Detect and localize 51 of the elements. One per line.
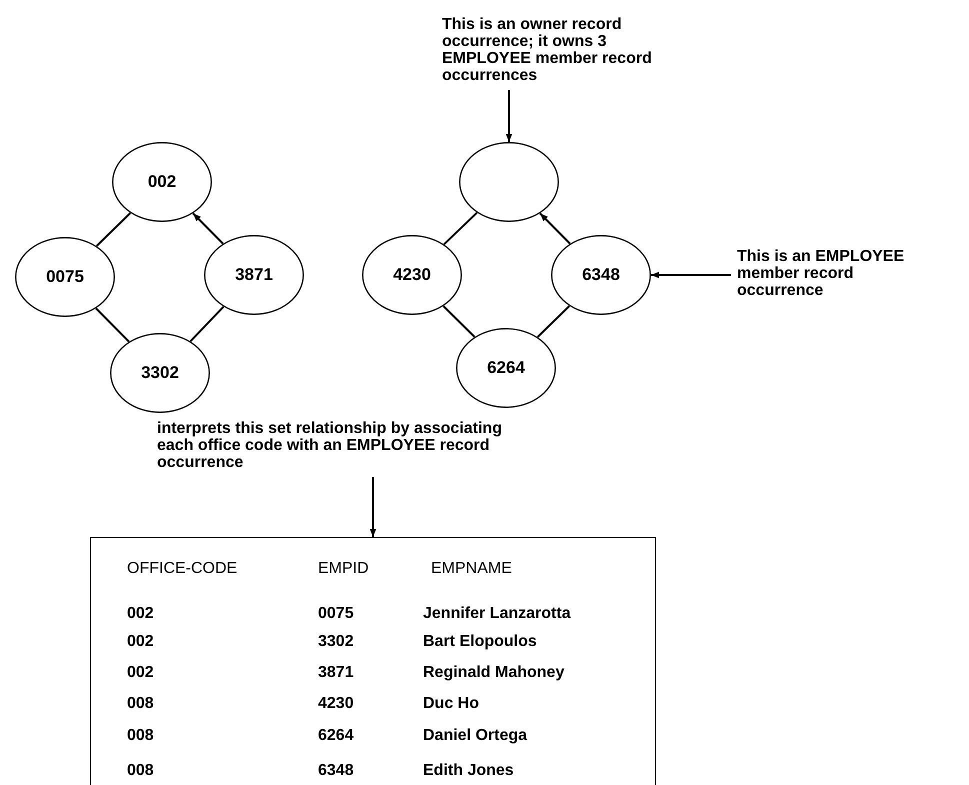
connector-line (95, 308, 130, 342)
table-cell: 0075 (318, 605, 354, 623)
callout-text: This is an owner record occurrence; it owns 3 EMPLOYEE member record occurrences (442, 16, 682, 84)
table-cell: Duc Ho (423, 695, 479, 713)
table-cell: 002 (127, 664, 154, 682)
table-cell: Bart Elopoulos (423, 633, 537, 651)
table-cell: 002 (127, 605, 154, 623)
arrow (192, 212, 224, 244)
table-cell: 3302 (318, 633, 354, 651)
table-cell: Edith Jones (423, 762, 514, 780)
record-occurrence-ellipse (362, 235, 462, 315)
table-cell: 008 (127, 762, 154, 780)
record-occurrence-ellipse (15, 237, 115, 317)
connector-line (536, 305, 570, 338)
connector-line (442, 305, 476, 338)
callout-text: interprets this set relationship by associating each office code with an EMPLOYEE record occurrence (157, 420, 537, 471)
table-cell: Daniel Ortega (423, 727, 528, 745)
connector-line (443, 212, 478, 245)
table-box (90, 537, 656, 785)
record-occurrence-ellipse (112, 142, 212, 222)
record-id: 6348 (581, 265, 621, 285)
record-occurrence-ellipse (456, 328, 556, 408)
column-header: EMPID (318, 560, 369, 578)
table-cell: 3871 (318, 664, 354, 682)
arrow (506, 90, 512, 142)
record-id: 002 (146, 172, 178, 192)
record-id: 0075 (45, 267, 85, 287)
record-id: 4230 (392, 265, 432, 285)
table-cell: 002 (127, 633, 154, 651)
column-header: OFFICE-CODE (127, 560, 238, 578)
record-occurrence-ellipse (110, 333, 210, 413)
callout-text: This is an EMPLOYEE member record occurrence (737, 248, 937, 299)
column-header: EMPNAME (431, 560, 512, 578)
arrow (370, 477, 376, 537)
record-occurrence-ellipse (459, 142, 559, 222)
table-cell: 008 (127, 727, 154, 745)
connector-line (190, 306, 224, 342)
table-cell: Reginald Mahoney (423, 664, 564, 682)
table-cell: 008 (127, 695, 154, 713)
record-id: 3871 (234, 265, 274, 285)
arrow (651, 272, 731, 278)
record-id: 3302 (140, 363, 180, 383)
table-cell: 6264 (318, 727, 354, 745)
record-id: 6264 (486, 358, 526, 378)
table-cell: 6348 (318, 762, 354, 780)
table-cell: 4230 (318, 695, 354, 713)
record-occurrence-ellipse (204, 235, 304, 315)
connector-line (96, 212, 132, 247)
record-occurrence-ellipse (551, 235, 651, 315)
table-cell: Jennifer Lanzarotta (423, 605, 571, 623)
arrow (539, 212, 571, 244)
